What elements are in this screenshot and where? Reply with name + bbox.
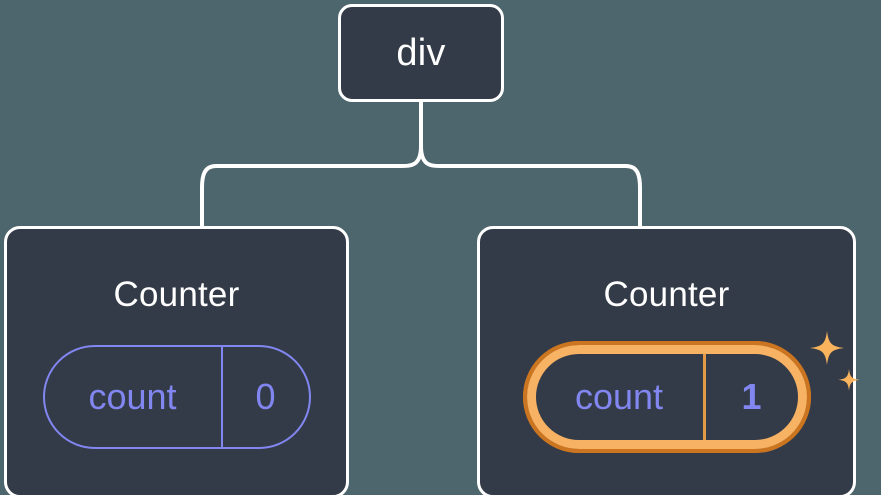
state-key-cell: count [536,354,706,440]
state-key-label: count [574,376,664,417]
connector-root-to-left-child [200,144,423,228]
state-pill[interactable]: count 0 [42,345,311,449]
node-root-div[interactable]: div [338,4,504,102]
state-value-cell: 0 [223,347,309,447]
state-key-cell: count [45,347,223,447]
state-value-label: 1 [741,376,762,417]
state-value-cell: 1 [706,354,798,440]
node-counter-right[interactable]: Counter count 1 [477,226,860,495]
root-node-label: div [396,32,446,74]
sparkle-group [809,331,860,391]
connector-root-to-right-child [419,144,642,228]
state-value-label: 0 [255,376,276,417]
state-pill-highlighted[interactable]: count 1 [522,341,811,453]
state-pill-wrapper: count 0 [42,345,311,449]
sparkle-large-icon [809,331,844,365]
state-pill-wrapper: count 1 [522,331,860,453]
node-title: Counter [113,275,240,314]
node-title: Counter [603,275,730,314]
node-counter-left[interactable]: Counter count 0 [4,226,349,495]
state-key-label: count [88,376,177,417]
sparkle-small-icon [837,369,860,391]
